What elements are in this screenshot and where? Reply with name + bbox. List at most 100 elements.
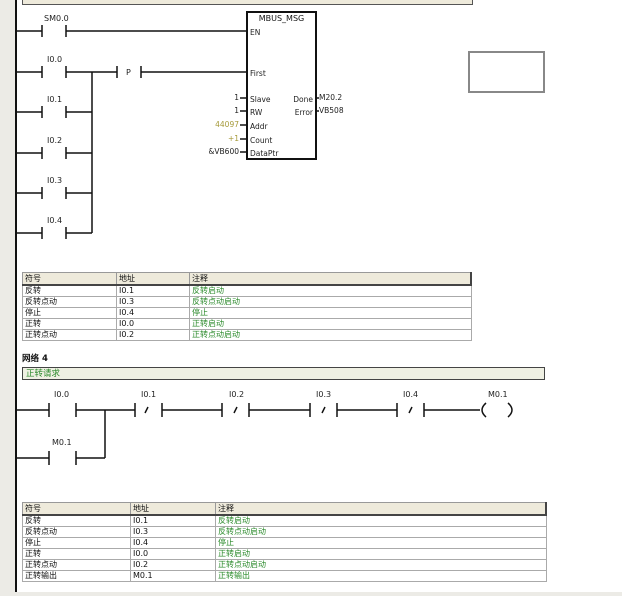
symbol-cell: 停止 xyxy=(22,537,131,549)
comment-cell: 反转点动启动 xyxy=(189,296,472,308)
symbol-cell: 反转 xyxy=(22,284,117,297)
slave-value[interactable]: 1 xyxy=(234,93,239,102)
header-comment: 注释 xyxy=(189,272,472,286)
contact-i0-3 xyxy=(17,187,92,199)
pin-rw: RW xyxy=(250,108,263,117)
contact-i0-0 xyxy=(17,66,117,78)
symbol-cell: 反转 xyxy=(22,514,131,527)
coil-label: M0.1 xyxy=(488,390,508,399)
header-symbol: 符号 xyxy=(22,502,131,516)
edge-contact-p xyxy=(116,66,246,78)
comment-cell: 反转点动启动 xyxy=(215,526,547,538)
comment-cell: 停止 xyxy=(189,307,472,319)
pin-addr: Addr xyxy=(250,122,268,131)
address-cell: I0.0 xyxy=(116,318,190,330)
pin-first: First xyxy=(250,69,266,78)
error-value[interactable]: VB508 xyxy=(319,106,344,115)
function-block-title: MBUS_MSG xyxy=(258,14,305,23)
symbol-cell: 停止 xyxy=(22,307,117,319)
address-cell: I0.4 xyxy=(130,537,216,549)
address-cell: I0.3 xyxy=(116,296,190,308)
count-value[interactable]: +1 xyxy=(227,134,239,143)
contact-n4-i0-4-nc xyxy=(396,403,480,417)
comment-cell: 正转点动启动 xyxy=(189,329,472,341)
address-cell: I0.4 xyxy=(116,307,190,319)
comment-cell: 停止 xyxy=(215,537,547,549)
edge-contact-label: P xyxy=(126,68,131,77)
contact-label: I0.3 xyxy=(47,176,63,185)
address-cell: I0.1 xyxy=(130,514,216,527)
comment-cell: 正转启动 xyxy=(215,548,547,560)
pin-slave: Slave xyxy=(250,95,271,104)
contact-label: I0.1 xyxy=(141,390,157,399)
bottom-edge xyxy=(0,592,622,596)
mbus-msg-block[interactable]: MBUS_MSG EN First Slave RW Addr Count Da… xyxy=(246,11,317,160)
header-symbol: 符号 xyxy=(22,272,117,286)
header-address: 地址 xyxy=(116,272,190,286)
coil-m0-1 xyxy=(481,402,513,418)
address-cell: I0.2 xyxy=(130,559,216,571)
contact-n4-i0-1-nc xyxy=(134,403,222,417)
contact-label: I0.2 xyxy=(229,390,245,399)
comment-cell: 正转点动启动 xyxy=(215,559,547,571)
contact-n4-i0-2-nc xyxy=(221,403,310,417)
address-cell: I0.1 xyxy=(116,284,190,297)
symbol-cell: 正转点动 xyxy=(22,329,117,341)
contact-label: SM0.0 xyxy=(44,14,69,23)
contact-label: I0.3 xyxy=(316,390,332,399)
address-cell: I0.3 xyxy=(130,526,216,538)
editor-left-gutter xyxy=(0,0,15,596)
pin-done: Done xyxy=(293,95,313,104)
contact-n4-i0-3-nc xyxy=(309,403,397,417)
network-4-comment[interactable]: 正转请求 xyxy=(22,367,545,380)
pin-dataptr: DataPtr xyxy=(250,149,279,158)
header-comment: 注释 xyxy=(215,502,547,516)
contact-label: I0.0 xyxy=(54,390,70,399)
network3-comment-bar[interactable] xyxy=(22,0,473,5)
comment-cell: 正转输出 xyxy=(215,570,547,582)
address-cell: I0.0 xyxy=(130,548,216,560)
contact-sm0-0 xyxy=(17,25,246,37)
symbol-cell: 反转点动 xyxy=(22,296,117,308)
symbol-cell: 正转输出 xyxy=(22,570,131,582)
symbol-cell: 正转 xyxy=(22,548,131,560)
dataptr-value[interactable]: &VB600 xyxy=(208,147,239,156)
done-value[interactable]: M20.2 xyxy=(319,93,343,102)
contact-label: M0.1 xyxy=(52,438,72,447)
symbol-cell: 正转 xyxy=(22,318,117,330)
comment-cell: 反转启动 xyxy=(215,514,547,527)
rw-value[interactable]: 1 xyxy=(234,106,239,115)
address-cell: I0.2 xyxy=(116,329,190,341)
pin-en: EN xyxy=(250,28,261,37)
comment-cell: 正转启动 xyxy=(189,318,472,330)
contact-i0-4 xyxy=(17,227,92,239)
empty-frame xyxy=(468,51,545,93)
contact-label: I0.4 xyxy=(47,216,63,225)
symbol-cell: 正转点动 xyxy=(22,559,131,571)
power-rail xyxy=(15,0,17,596)
address-cell: M0.1 xyxy=(130,570,216,582)
contact-i0-2 xyxy=(17,147,92,159)
contact-label: I0.1 xyxy=(47,95,63,104)
pin-count: Count xyxy=(250,136,273,145)
contact-n4-i0-0 xyxy=(17,403,135,417)
pin-error: Error xyxy=(294,108,313,117)
contact-label: I0.0 xyxy=(47,55,63,64)
comment-cell: 反转启动 xyxy=(189,284,472,297)
network-4-title[interactable]: 网络 4 xyxy=(22,354,48,364)
addr-value[interactable]: 44097 xyxy=(215,120,239,129)
